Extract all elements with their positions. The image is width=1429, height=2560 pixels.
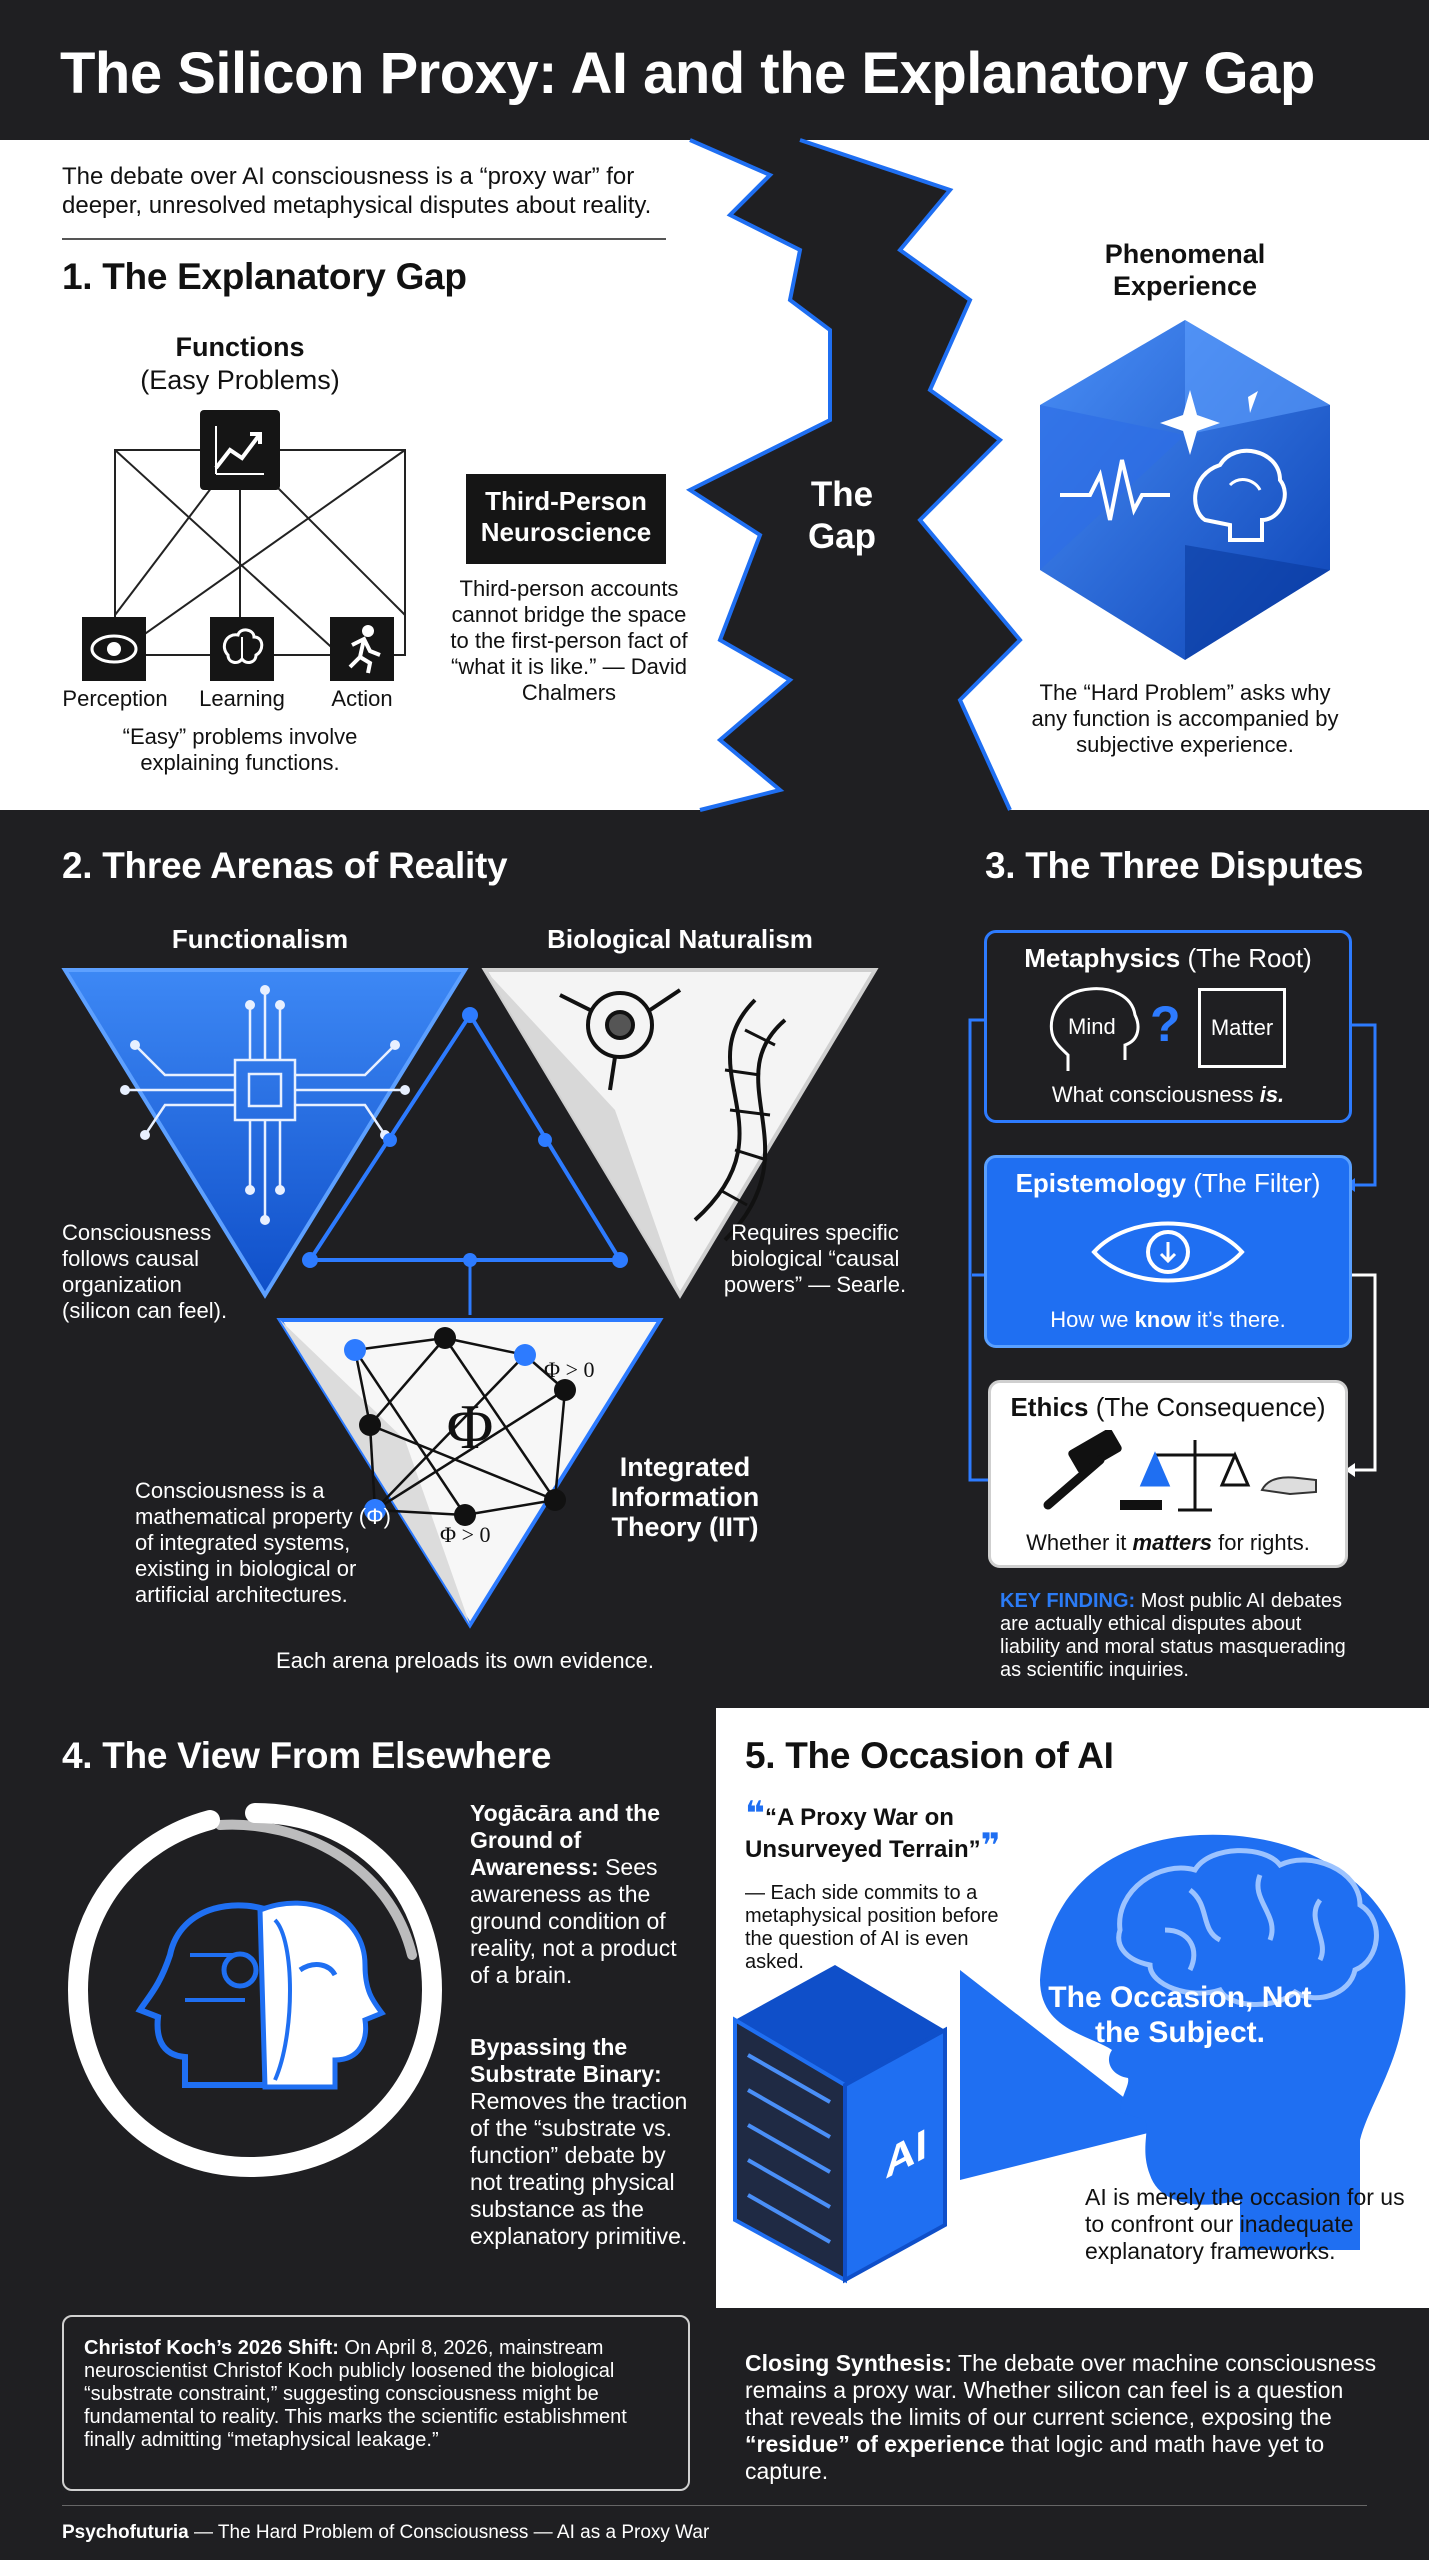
- key-finding-label: KEY FINDING:: [1000, 1590, 1136, 1612]
- node-label-learning: Learning: [199, 686, 285, 711]
- node-label-action: Action: [331, 686, 393, 711]
- functionalism-text: Consciousness follows causal organizatio…: [62, 1220, 228, 1323]
- substrate-block: Bypassing the Substrate Binary: Removes …: [470, 2034, 700, 2250]
- footer-brand: Psychofuturia: [62, 2522, 189, 2543]
- proxy-war-subtext: — Each side commits to a metaphysical po…: [745, 1882, 999, 1973]
- brain-icon: [210, 617, 274, 681]
- ethics-heading: Ethics (The Consequence): [988, 1392, 1348, 1423]
- node-label-perception: Perception: [62, 686, 168, 711]
- footer-text: — The Hard Problem of Consciousness — AI…: [188, 2522, 710, 2543]
- enso-dual-heads-icon: [67, 1803, 443, 2178]
- phi-symbol: Φ: [446, 1391, 494, 1462]
- metaphysics-subtitle: (The Root): [1187, 943, 1312, 973]
- eye-filter-icon: [1091, 1221, 1245, 1283]
- occasion-illustration: [733, 1834, 1406, 2284]
- yogacara-text: Sees awareness as the ground condition o…: [470, 1854, 677, 1988]
- yogacara-title: Yogācāra and the Ground of Awareness:: [470, 1800, 661, 1880]
- metaphysics-heading: Metaphysics (The Root): [984, 943, 1352, 974]
- biological-naturalism-title: Biological Naturalism: [547, 924, 813, 954]
- ethics-title: Ethics: [1010, 1392, 1089, 1422]
- ethics-subtitle: (The Consequence): [1095, 1392, 1326, 1422]
- gavel-icon: [1043, 1430, 1162, 1510]
- matter-label: Matter: [1198, 988, 1286, 1068]
- ethics-icons: [1043, 1430, 1317, 1512]
- functionalism-title: Functionalism: [171, 924, 349, 954]
- epistemology-text: How we know it’s there.: [1050, 1307, 1286, 1332]
- scales-icon: [1139, 1440, 1251, 1512]
- proxy-war-quote: ❝“A Proxy War on Unsurveyed Terrain”❞: [745, 1795, 1001, 1865]
- arenas-caption: Each arena preloads its own evidence.: [276, 1648, 654, 1673]
- metaphysics-title: Metaphysics: [1024, 943, 1181, 973]
- biological-naturalism-text: Requires specific biological “causal pow…: [723, 1220, 907, 1297]
- section4-heading: 4. The View From Elsewhere: [62, 1735, 552, 1776]
- ethics-text: Whether it matters for rights.: [1026, 1530, 1310, 1555]
- ai-server-icon: [733, 1965, 947, 2284]
- iit-text: Consciousness is a mathematical property…: [135, 1478, 391, 1607]
- chart-trend-icon: [200, 410, 280, 490]
- closing-synthesis: Closing Synthesis: The debate over machi…: [745, 2350, 1377, 2484]
- easy-problems-caption: “Easy” problems involve explaining funct…: [122, 724, 358, 775]
- section5-heading: 5. The Occasion of AI: [745, 1735, 1114, 1776]
- intro-divider: [62, 238, 666, 240]
- footer: Psychofuturia — The Hard Problem of Cons…: [62, 2522, 709, 2544]
- open-hand-icon: [1260, 1476, 1317, 1496]
- third-person-neuroscience-box: Third-Person Neuroscience: [466, 474, 666, 564]
- koch-box: Christof Koch’s 2026 Shift: On April 8, …: [62, 2315, 690, 2491]
- metaphysics-text: What consciousness is.: [1051, 1082, 1285, 1107]
- substrate-title: Bypassing the Substrate Binary:: [470, 2034, 662, 2087]
- koch-title: Christof Koch’s 2026 Shift:: [84, 2337, 339, 2359]
- running-figure-icon: [330, 617, 394, 681]
- open-quote-icon: ❝: [745, 1795, 765, 1833]
- epistemology-subtitle: (The Filter): [1193, 1168, 1321, 1198]
- gap-label: The Gap: [807, 475, 877, 556]
- eye-icon: [82, 617, 146, 681]
- three-arenas-diagram: [61, 968, 879, 1629]
- close-quote-icon: ❞: [980, 1827, 1001, 1865]
- phenomenal-experience-title: Phenomenal Experience: [1104, 239, 1266, 301]
- question-mark-icon: ?: [1150, 996, 1181, 1052]
- phi-gt-zero-top: Φ > 0: [544, 1357, 595, 1382]
- phenomenal-crystal-icon: [1040, 320, 1330, 660]
- section1-heading: 1. The Explanatory Gap: [62, 256, 467, 297]
- phi-gt-zero-bottom: Φ > 0: [440, 1522, 491, 1547]
- functions-title: Functions: [175, 332, 305, 362]
- section2-heading: 2. Three Arenas of Reality: [62, 845, 508, 886]
- intro-text: The debate over AI consciousness is a “p…: [62, 163, 652, 219]
- key-finding-text: Most public AI debates are actually ethi…: [1000, 1590, 1346, 1681]
- chalmers-quote: Third-person accounts cannot bridge the …: [450, 576, 688, 705]
- iit-title: Integrated Information Theory (IIT): [610, 1452, 760, 1542]
- hard-problem-caption: The “Hard Problem” asks why any function…: [1031, 680, 1339, 757]
- closing-title: Closing Synthesis:: [745, 2350, 953, 2376]
- metaphysics-box: [984, 930, 1352, 1123]
- epistemology-title: Epistemology: [1015, 1168, 1187, 1198]
- mind-head-icon: [1049, 987, 1140, 1071]
- footer-divider: [62, 2505, 1367, 2506]
- yogacara-block: Yogācāra and the Ground of Awareness: Se…: [470, 1800, 700, 1989]
- koch-text: On April 8, 2026, mainstream neuroscient…: [84, 2337, 627, 2451]
- functions-subtitle: (Easy Problems): [140, 365, 340, 395]
- occasion-not-subject: The Occasion, Not the Subject.: [1048, 1981, 1312, 2049]
- section3-heading: 3. The Three Disputes: [985, 845, 1364, 886]
- substrate-text: Removes the traction of the “substrate v…: [470, 2088, 688, 2249]
- epistemology-heading: Epistemology (The Filter): [984, 1168, 1352, 1199]
- key-finding: KEY FINDING: Most public AI debates are …: [1000, 1590, 1360, 1682]
- ethics-box: [988, 1380, 1348, 1568]
- mind-label: Mind: [1068, 1014, 1116, 1039]
- occasion-caption: AI is merely the occasion for us to conf…: [1085, 2184, 1405, 2264]
- page-title: The Silicon Proxy: AI and the Explanator…: [60, 41, 1315, 106]
